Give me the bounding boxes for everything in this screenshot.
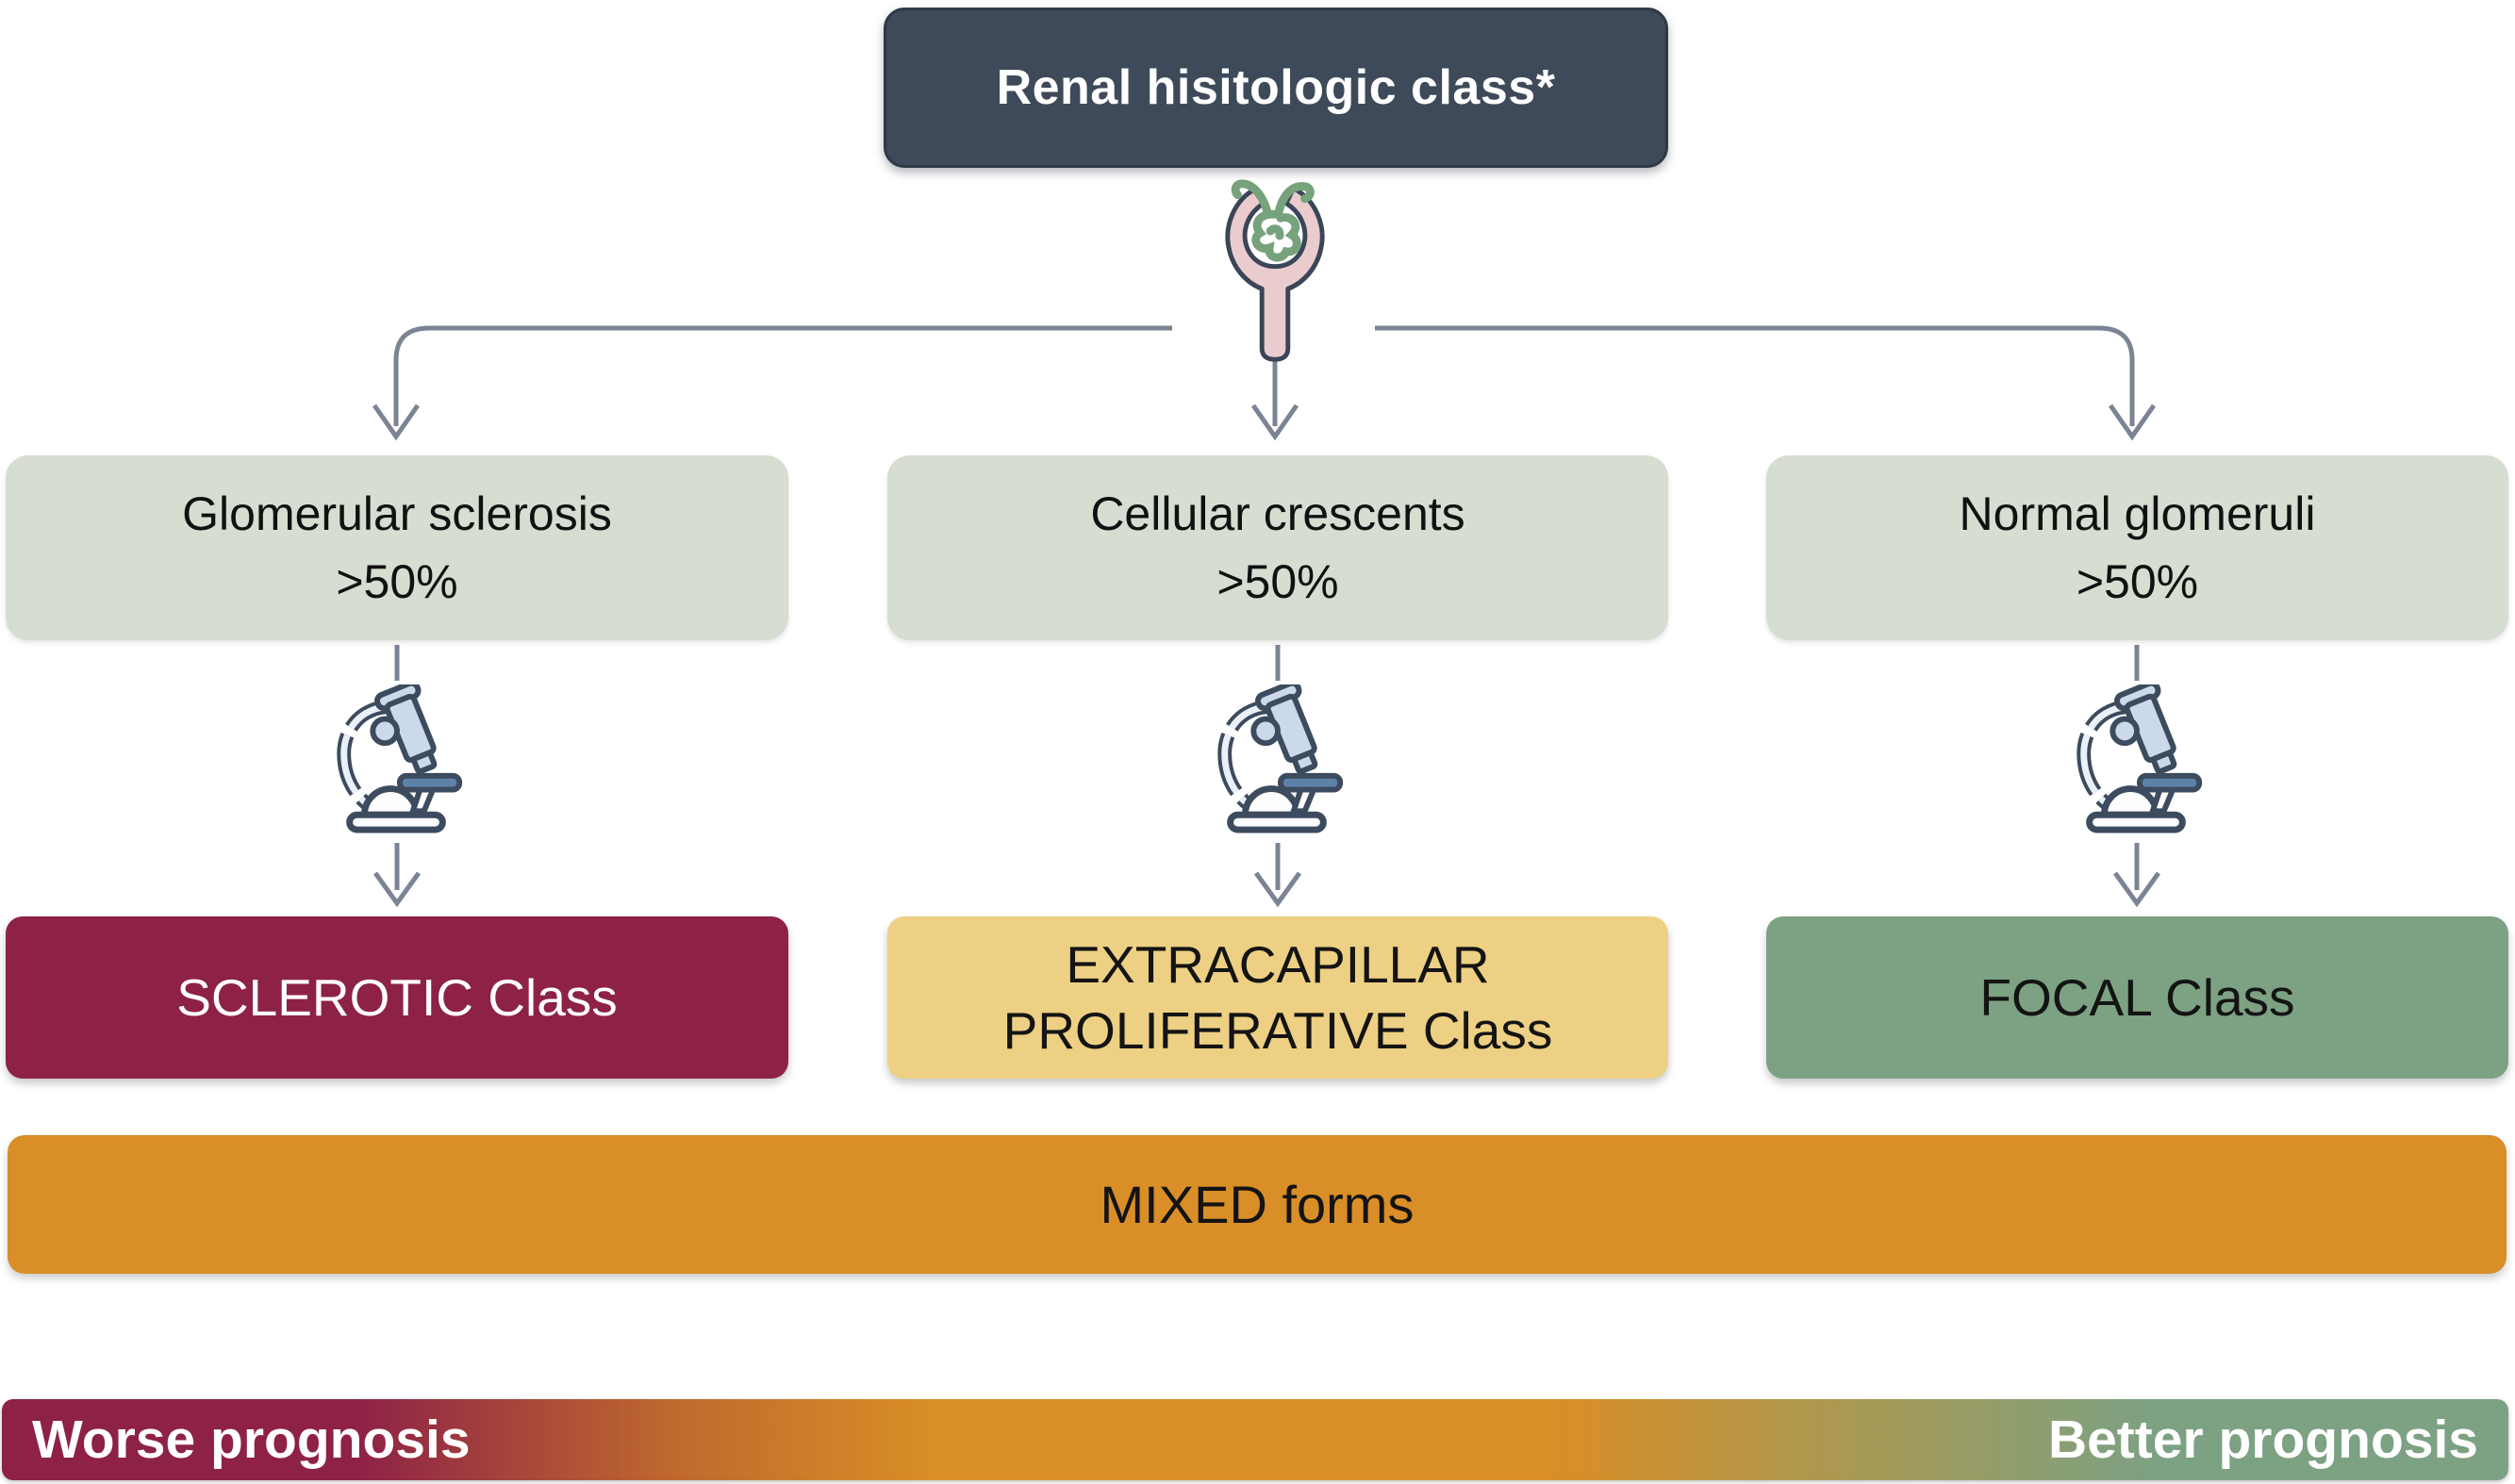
arrowhead-center (1250, 404, 1299, 441)
microscope-icon-art (337, 680, 463, 833)
worse-prognosis-label: Worse prognosis (32, 1410, 471, 1470)
scope-arrowhead-center (1253, 871, 1302, 908)
better-prognosis-label: Better prognosis (2047, 1410, 2478, 1470)
class-label-line1: FOCAL Class (1979, 967, 2295, 1027)
condition-box-normal-glomeruli: Normal glomeruli >50% (1766, 455, 2508, 640)
root-node-label: Renal hisitologic class* (996, 60, 1556, 115)
root-node-renal-histologic-class: Renal hisitologic class* (884, 8, 1668, 168)
condition-label-line2: >50% (1216, 555, 1339, 608)
condition-label-line1: Cellular crescents (1090, 487, 1465, 540)
branch-line-right (1375, 325, 2135, 426)
glomerulus-icon (1218, 175, 1332, 371)
scope-arrowhead-left (372, 871, 422, 908)
arrowhead-left (372, 404, 421, 441)
microscope-icon-art (1217, 680, 1344, 833)
condition-box-cellular-crescents: Cellular crescents >50% (887, 455, 1668, 640)
condition-label-line1: Glomerular sclerosis (182, 487, 612, 540)
microscope-icon (2066, 680, 2208, 838)
mixed-forms-bar: MIXED forms (8, 1135, 2507, 1274)
class-label-line1: EXTRACAPILLAR (1066, 934, 1490, 994)
microscope-icon-art (2077, 680, 2203, 833)
class-box-extracapillary-proliferative: EXTRACAPILLAR PROLIFERATIVE Class (887, 916, 1668, 1079)
class-label-line2: PROLIFERATIVE Class (1002, 1001, 1553, 1060)
glomerulus-icon-art (1225, 179, 1325, 362)
prognosis-gradient-bar: Worse prognosis Better prognosis (2, 1399, 2508, 1480)
condition-label-line1: Normal glomeruli (1959, 487, 2316, 540)
class-box-focal: FOCAL Class (1766, 916, 2508, 1079)
microscope-icon (1207, 680, 1349, 838)
scope-arrowhead-right (2112, 871, 2161, 908)
mixed-forms-label: MIXED forms (1100, 1175, 1415, 1234)
branch-line-left (393, 325, 1172, 426)
arrowhead-right (2108, 404, 2157, 441)
condition-label-line2: >50% (336, 555, 458, 608)
microscope-icon (326, 680, 468, 838)
class-box-sclerotic: SCLEROTIC Class (6, 916, 788, 1079)
class-label-line1: SCLEROTIC Class (176, 967, 618, 1027)
condition-box-glomerular-sclerosis: Glomerular sclerosis >50% (6, 455, 788, 640)
condition-label-line2: >50% (2076, 555, 2199, 608)
